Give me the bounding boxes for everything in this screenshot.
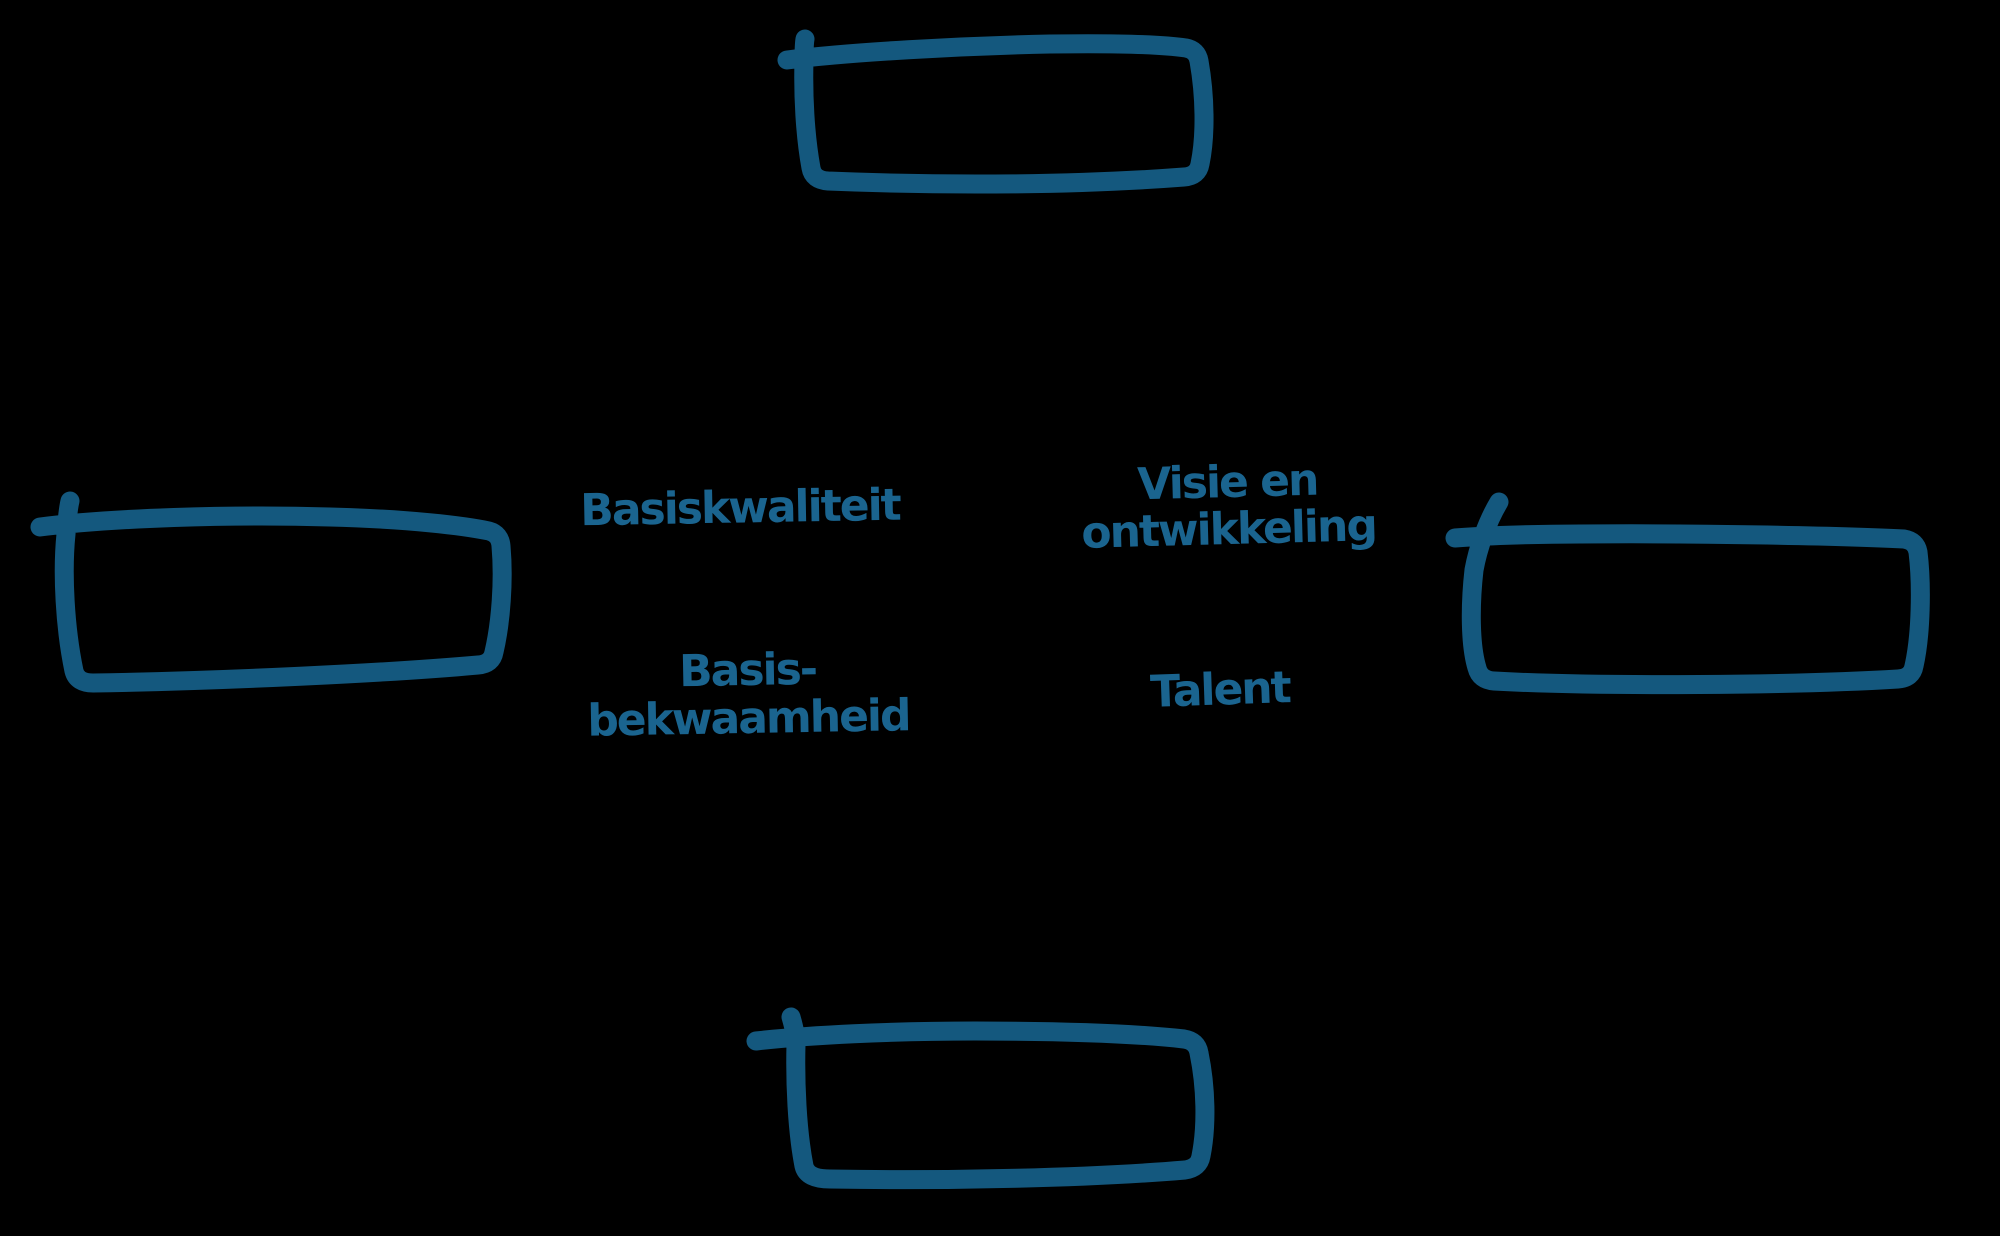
bottom-box bbox=[746, 1007, 1215, 1190]
label-visie-line-2: ontwikkeling bbox=[1080, 500, 1377, 559]
label-basiskwaliteit: Basiskwaliteit bbox=[579, 479, 901, 537]
top-box bbox=[777, 29, 1214, 194]
label-visie-en-ontwikkeling: Visie en ontwikkeling bbox=[1080, 455, 1377, 559]
label-talent: Talent bbox=[1149, 662, 1291, 718]
left-box bbox=[30, 491, 512, 693]
label-basiskwaliteit-line: Basiskwaliteit bbox=[579, 479, 901, 537]
label-basis-bekwaamheid-line-1: Basis- bbox=[678, 643, 817, 698]
label-basis-bekwaamheid-line-2: bekwaamheid bbox=[586, 690, 910, 747]
label-talent-line: Talent bbox=[1149, 662, 1291, 718]
right-box bbox=[1445, 492, 1930, 695]
label-basis-bekwaamheid: Basis- bekwaamheid bbox=[586, 643, 910, 747]
